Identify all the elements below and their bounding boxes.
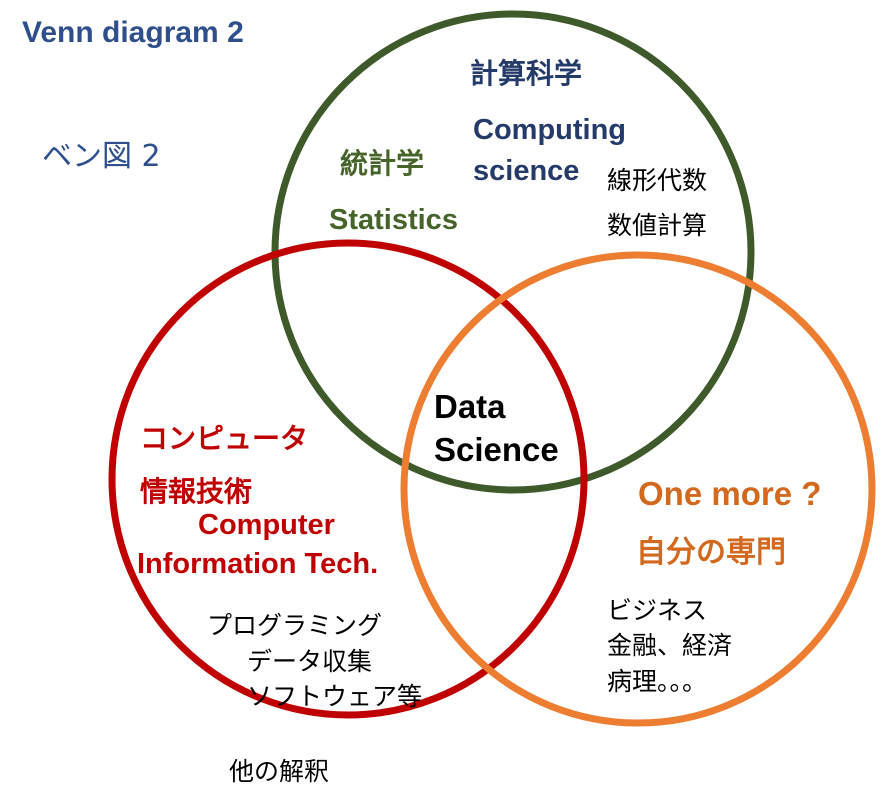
one-more-topic-pathology: 病理。。。	[607, 667, 708, 696]
computer-title-en-line1: Computer	[198, 509, 335, 541]
other-interpretations-label: 他の解釈	[229, 757, 330, 786]
one-more-topic-business: ビジネス	[607, 596, 708, 625]
computer-topic-programming: プログラミング	[207, 611, 383, 640]
computing-topic-linear-algebra: 線形代数	[607, 166, 708, 195]
one-more-topic-finance: 金融、経済	[607, 631, 733, 660]
computing-topic-numerical: 数値計算	[607, 211, 708, 240]
one-more-title-ja: 自分の専門	[636, 535, 786, 570]
computer-topic-software: ソフトウェア等	[247, 682, 423, 711]
diagram-title: Venn diagram 2	[22, 16, 244, 49]
computing-title-en-line2: science	[473, 155, 580, 187]
computing-title-en-line1: Computing	[473, 114, 627, 146]
data-science-line1: Data	[434, 388, 506, 425]
one-more-circle	[400, 251, 876, 727]
computing-title-ja: 計算科学	[470, 57, 583, 90]
computer-title-en-line2: Information Tech.	[137, 548, 379, 580]
computer-it-circle	[108, 239, 588, 719]
statistics-title-en: Statistics	[329, 204, 458, 236]
data-science-line2: Science	[434, 431, 559, 468]
computer-topic-data-collection: データ収集	[247, 647, 373, 676]
computer-title-ja-line1: コンピュータ	[140, 422, 309, 455]
diagram-title-japanese: ベン図 2	[42, 139, 161, 174]
computer-title-ja-line2: 情報技術	[140, 475, 253, 508]
one-more-title-en: One more ?	[638, 475, 822, 512]
statistics-title-ja: 統計学	[340, 147, 425, 180]
